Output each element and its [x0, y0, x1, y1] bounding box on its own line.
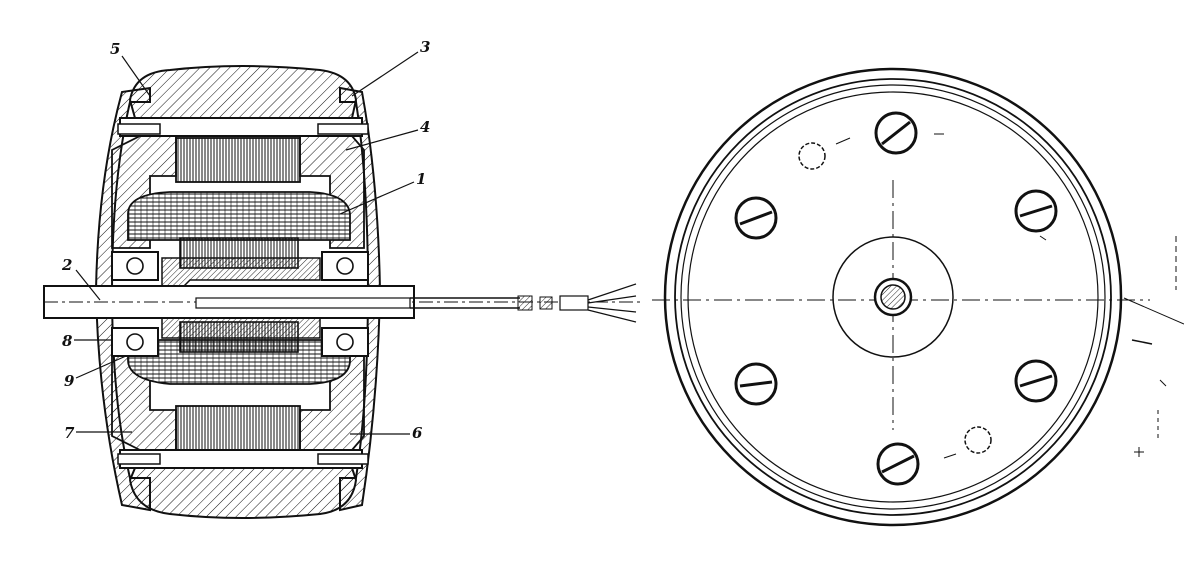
screw-head-icon — [1014, 359, 1058, 403]
rim-ring-1 — [674, 78, 1112, 516]
cable — [410, 283, 637, 323]
shaft-hub-icon — [873, 277, 913, 317]
label-5: 5 — [110, 40, 120, 58]
front-view — [652, 67, 1184, 527]
label-3: 3 — [420, 38, 430, 56]
screw-head-icon — [1014, 189, 1058, 233]
bolt-bottom-left — [117, 453, 161, 465]
label-9: 9 — [64, 372, 75, 390]
screw-head-icon — [734, 196, 778, 240]
leader-lines — [74, 51, 419, 435]
section-view: 5 3 4 1 2 8 9 7 6 — [43, 38, 640, 519]
screw-head-icon — [876, 442, 920, 486]
label-8: 8 — [62, 332, 73, 350]
tyre-bottom — [128, 467, 358, 519]
bearing-left-top — [111, 251, 159, 281]
magnet-bottom — [175, 405, 301, 451]
shaft-bore — [195, 297, 411, 309]
pin-hole-icon — [964, 426, 992, 454]
bearing-right-bottom — [321, 327, 369, 357]
screw-head-icon — [734, 362, 778, 406]
label-7: 7 — [64, 424, 75, 442]
screw-head-icon — [874, 111, 918, 155]
rim-ring-3 — [687, 91, 1099, 503]
winding-top — [127, 191, 351, 241]
bolt-top-right — [317, 123, 369, 135]
label-4: 4 — [420, 118, 430, 136]
label-1: 1 — [416, 170, 426, 188]
bolt-bottom-right — [317, 453, 369, 465]
rim-ring-2 — [680, 84, 1106, 510]
bearing-right-top — [321, 251, 369, 281]
pin-hole-icon — [798, 142, 826, 170]
bearing-left-bottom — [111, 327, 159, 357]
magnet-top — [175, 137, 301, 183]
tyre-top — [128, 65, 358, 119]
label-6: 6 — [412, 424, 423, 442]
hub-disc — [832, 236, 954, 358]
bolt-top-left — [117, 123, 161, 135]
outer-rim — [663, 67, 1123, 527]
label-2: 2 — [61, 256, 72, 274]
